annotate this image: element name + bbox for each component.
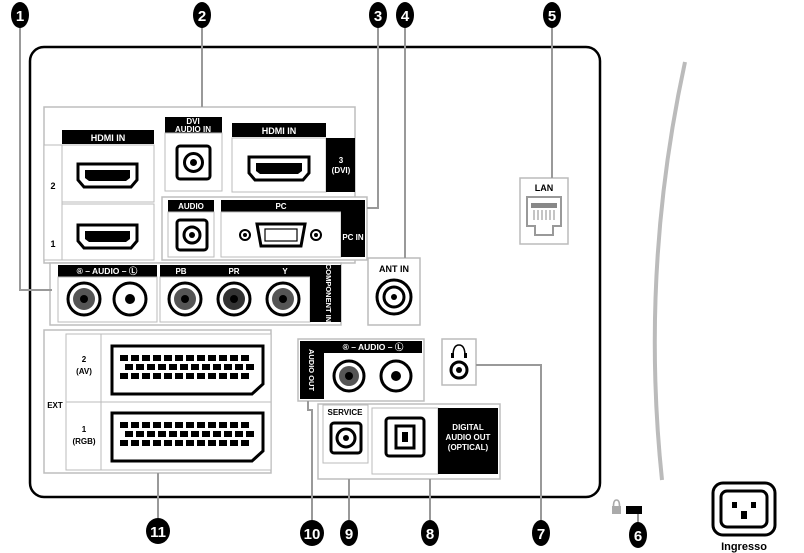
callout-7: 7 <box>532 520 550 546</box>
audio-out-block: AUDIO OUT ® – AUDIO – Ⓛ <box>297 338 425 402</box>
hdmi-port-3-line1: 3 <box>339 156 344 165</box>
callout-5: 5 <box>543 2 561 28</box>
svg-text:7: 7 <box>537 526 545 543</box>
hdmi-port-2[interactable] <box>76 162 139 189</box>
scart-rgb-port[interactable] <box>110 411 265 463</box>
ext-av-line2: (AV) <box>76 367 92 376</box>
component-in-label: COMPONENT IN <box>324 264 333 322</box>
dvi-audio-line2: AUDIO IN <box>175 125 211 134</box>
lan-label: LAN <box>535 183 554 193</box>
service-jack[interactable] <box>329 421 363 455</box>
hdmi-in-right-header: HDMI IN <box>262 126 297 136</box>
lan-block: LAN <box>519 177 569 245</box>
component-audio-l-jack[interactable] <box>112 281 148 317</box>
callout-8: 8 <box>421 520 439 546</box>
pc-in-label: PC IN <box>342 233 364 242</box>
pc-audio-jack[interactable] <box>175 218 209 252</box>
optical-line1: DIGITAL <box>452 423 484 432</box>
svg-text:11: 11 <box>150 524 166 541</box>
pc-header: PC <box>275 202 286 211</box>
optical-port[interactable] <box>384 416 426 458</box>
hdmi-block: 2 1 HDMI IN DVI AUDIO IN HDMI IN <box>43 106 356 264</box>
component-pb-label: PB <box>175 267 186 276</box>
svg-text:10: 10 <box>304 526 321 543</box>
svg-text:3: 3 <box>374 8 382 25</box>
power-label: Ingresso <box>721 541 767 553</box>
audio-out-side-label: AUDIO OUT <box>307 349 316 392</box>
headphone-icon <box>452 344 466 357</box>
svg-text:1: 1 <box>16 8 24 25</box>
callout-2: 2 <box>193 2 211 28</box>
antenna-block: ANT IN <box>367 257 421 326</box>
svg-text:8: 8 <box>426 526 434 543</box>
hdmi-port-1[interactable] <box>76 223 139 250</box>
callout-10: 10 <box>300 520 324 546</box>
svg-text:4: 4 <box>401 8 410 25</box>
hdmi-port-3[interactable] <box>247 155 311 182</box>
ant-in-label: ANT IN <box>379 264 409 274</box>
callout-11: 11 <box>146 518 170 544</box>
component-pr-label: PR <box>228 267 239 276</box>
hdmi-port-1-label: 1 <box>50 239 55 249</box>
dvi-audio-in-jack[interactable] <box>175 144 212 181</box>
optical-line2: AUDIO OUT <box>446 433 491 442</box>
svg-text:9: 9 <box>345 526 353 543</box>
side-edge-curve <box>652 61 687 481</box>
ext-label: EXT <box>47 401 63 410</box>
headphone-block <box>441 338 477 386</box>
power-inlet[interactable] <box>711 481 777 537</box>
hdmi-in-left-header: HDMI IN <box>91 133 126 143</box>
component-pb-jack[interactable] <box>167 281 203 317</box>
component-audio-r-jack[interactable] <box>66 281 102 317</box>
service-label: SERVICE <box>328 408 364 417</box>
pc-audio-header: AUDIO <box>178 202 204 211</box>
callout-9: 9 <box>340 520 358 546</box>
scart-av-port[interactable] <box>110 344 265 396</box>
audio-out-l-jack[interactable] <box>379 359 413 393</box>
ext-av-line1: 2 <box>82 355 87 364</box>
kensington-lock-icon <box>612 499 642 514</box>
ant-in-jack[interactable] <box>375 278 413 316</box>
callout-3: 3 <box>369 2 387 28</box>
callout-6: 6 <box>629 522 647 548</box>
headphone-jack[interactable] <box>449 360 469 380</box>
svg-text:6: 6 <box>634 528 642 545</box>
audio-out-r-jack[interactable] <box>332 359 366 393</box>
ext-block: EXT 2 (AV) 1 (RGB) <box>43 329 272 474</box>
dvi-audio-line1: DVI <box>186 117 199 126</box>
pc-vga-port[interactable] <box>239 222 322 248</box>
callout-1: 1 <box>11 2 29 28</box>
ext-rgb-line1: 1 <box>82 425 87 434</box>
component-y-jack[interactable] <box>265 281 301 317</box>
audio-out-label: ® – AUDIO – Ⓛ <box>343 342 404 352</box>
ext-rgb-line2: (RGB) <box>72 437 95 446</box>
hdmi-port-2-label: 2 <box>50 181 55 191</box>
service-optical-block: SERVICE DIGITAL AUDIO OUT (OPTICAL) <box>317 403 501 480</box>
lan-port[interactable] <box>526 196 562 236</box>
leader-lines <box>19 25 639 524</box>
component-audio-label: ® – AUDIO – Ⓛ <box>77 266 138 276</box>
pc-block: AUDIO PC PC IN <box>161 196 368 261</box>
hdmi-port-3-line2: (DVI) <box>332 166 351 175</box>
svg-text:2: 2 <box>198 8 206 25</box>
component-block: ® – AUDIO – Ⓛ PB PR Y COMPONENT IN <box>49 262 342 326</box>
component-pr-jack[interactable] <box>216 281 252 317</box>
optical-line3: (OPTICAL) <box>448 443 489 452</box>
svg-text:5: 5 <box>548 8 556 25</box>
component-y-label: Y <box>282 267 288 276</box>
callout-4: 4 <box>396 2 414 28</box>
